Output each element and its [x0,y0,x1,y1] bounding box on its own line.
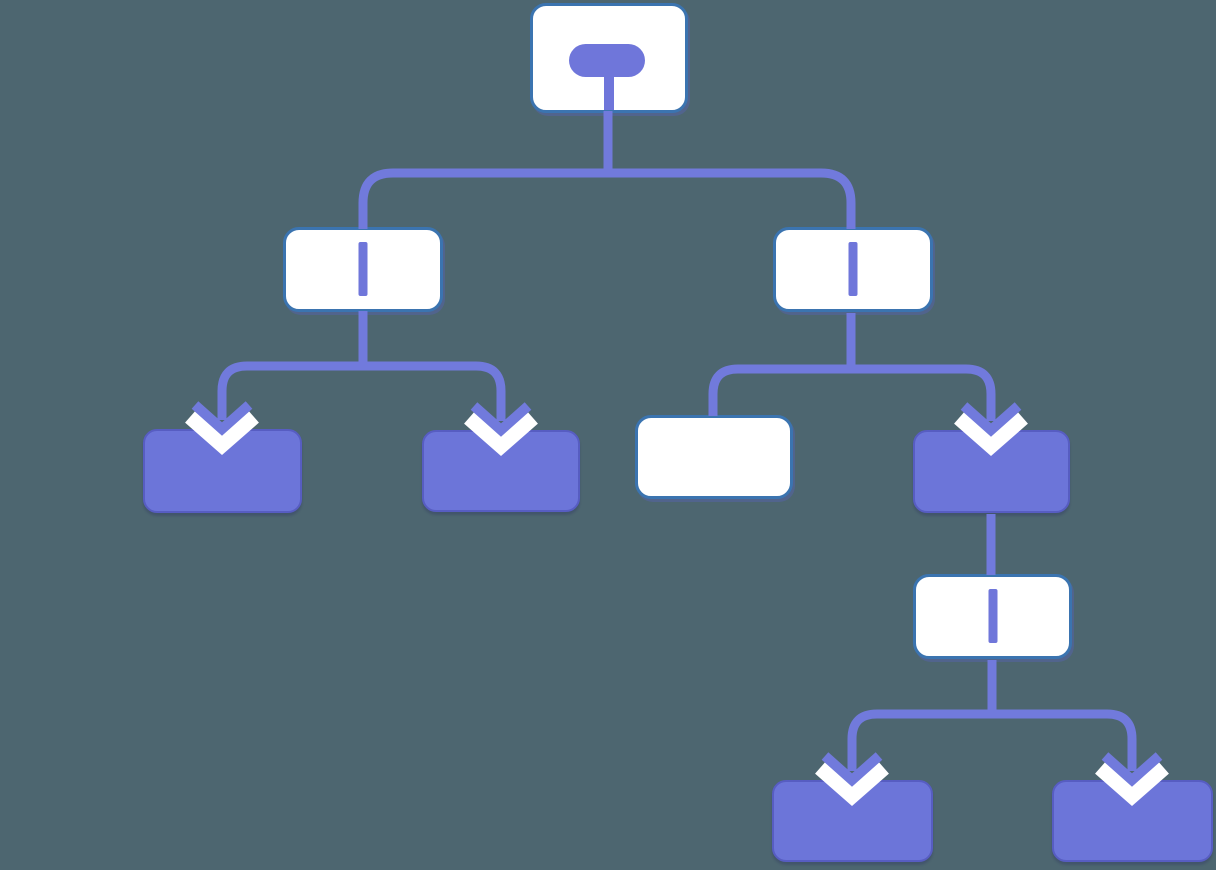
root-pill-stem-icon [604,74,614,110]
branch-node-left[interactable] [283,227,443,312]
edge-root-branch [358,168,856,229]
branch-node-right[interactable] [773,227,933,312]
edge-left-branch [217,361,506,421]
divider-bar-icon [988,589,997,643]
leaf-node-left-2[interactable] [422,430,580,512]
root-node[interactable] [530,3,688,113]
leaf-node-bottom-2[interactable] [1052,780,1213,862]
divider-bar-icon [848,242,858,296]
edge-right-branch [708,364,996,421]
child-node-white[interactable] [635,415,793,499]
leaf-node-bottom-1[interactable] [772,780,933,862]
leaf-node-left-1[interactable] [143,429,302,513]
root-pill-icon [569,44,645,77]
collapsed-branch-node[interactable] [913,430,1070,513]
edge-bottom-branch [847,709,1137,771]
branch-node-bottom[interactable] [913,574,1072,659]
divider-bar-icon [358,242,368,296]
